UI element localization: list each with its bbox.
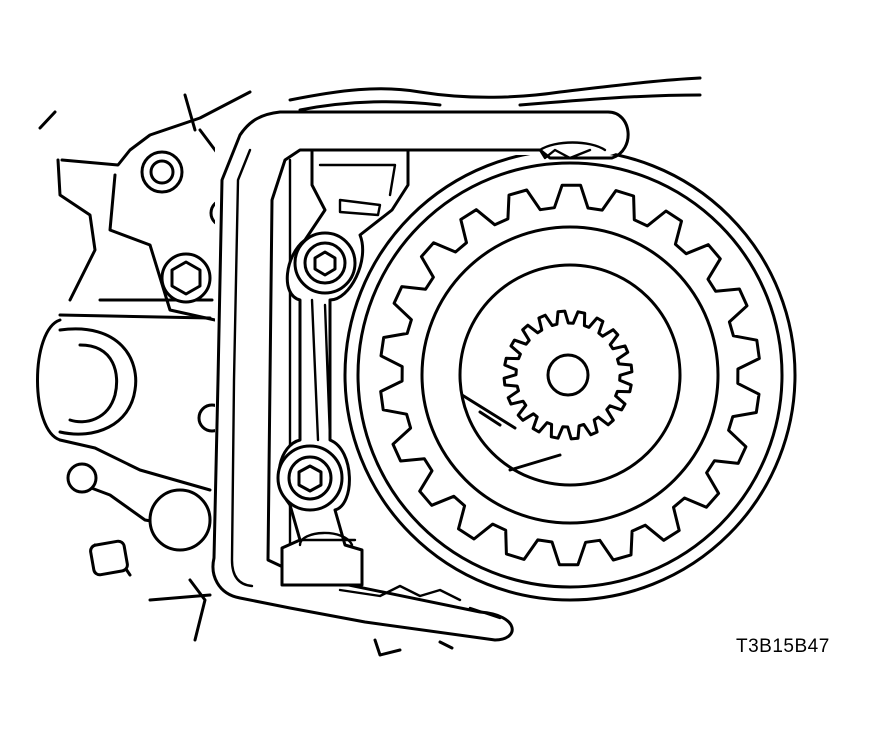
figure-code: T3B15B47	[736, 636, 830, 657]
top-cover-lines	[288, 76, 702, 112]
block-bolt-holes	[66, 150, 239, 577]
tool-claw	[338, 148, 592, 602]
sprocket-teeth	[379, 183, 761, 567]
camshaft-sprocket	[343, 148, 797, 602]
connecting-arm	[276, 148, 410, 587]
left-pulley	[36, 318, 138, 442]
bottom-lines	[373, 638, 454, 657]
